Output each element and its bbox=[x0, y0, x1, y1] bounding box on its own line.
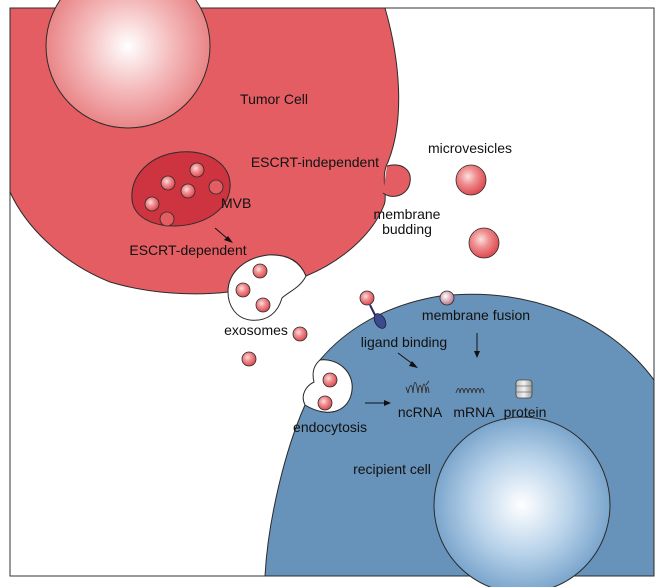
mvb-budding-vesicle bbox=[208, 179, 224, 195]
tumor-cell bbox=[9, 0, 411, 321]
recipient-nucleus bbox=[433, 416, 611, 587]
label-membrane-fusion: membrane fusion bbox=[422, 307, 530, 323]
label-protein: protein bbox=[504, 404, 547, 420]
fusion-arrowhead bbox=[474, 351, 480, 358]
label-tumor-cell: Tumor Cell bbox=[240, 91, 308, 107]
label-membrane: membrane bbox=[374, 206, 441, 222]
label-ligand-binding: ligand binding bbox=[361, 334, 447, 350]
mvb bbox=[131, 151, 231, 227]
label-mrna: mRNA bbox=[453, 404, 495, 420]
endocytosed-exosome bbox=[317, 395, 333, 411]
microvesicle bbox=[468, 227, 500, 259]
fusing-vesicle bbox=[439, 290, 455, 306]
ncrna-icon bbox=[407, 382, 430, 394]
label-exosomes: exosomes bbox=[224, 322, 288, 338]
label-ncrna: ncRNA bbox=[398, 404, 443, 420]
exosome bbox=[235, 282, 251, 298]
ncrna-icon-tail bbox=[405, 380, 430, 394]
exosome-release-pocket bbox=[227, 254, 307, 321]
exosome bbox=[255, 297, 271, 313]
label-microvesicles: microvesicles bbox=[428, 140, 512, 156]
cargo-icons bbox=[405, 380, 485, 394]
endocytosis-arrowhead bbox=[384, 400, 391, 406]
label-escrt-independent: ESCRT-independent bbox=[251, 154, 379, 170]
mvb-vesicle bbox=[180, 183, 196, 199]
label-endocytosis: endocytosis bbox=[293, 419, 367, 435]
label-escrt-dependent: ESCRT-dependent bbox=[129, 242, 246, 258]
mvb-arrowhead bbox=[224, 236, 233, 243]
ligand-receptor bbox=[359, 290, 387, 329]
microvesicle bbox=[455, 164, 487, 196]
mvb-vesicle bbox=[144, 196, 160, 212]
receptor bbox=[373, 313, 387, 329]
endocytosed-exosome bbox=[322, 372, 338, 388]
budding-protrusion bbox=[382, 164, 411, 197]
label-budding: budding bbox=[382, 221, 432, 237]
exosome bbox=[292, 326, 308, 342]
exosome bbox=[241, 351, 257, 367]
protein-icon bbox=[515, 379, 533, 399]
mvb-budding-vesicle bbox=[159, 211, 175, 227]
label-mvb: MVB bbox=[221, 195, 251, 211]
ligand-stem bbox=[369, 304, 376, 316]
tumor-nucleus bbox=[45, 0, 211, 129]
exosome bbox=[252, 263, 268, 279]
mvb-vesicle bbox=[189, 162, 205, 178]
ligand-exosome bbox=[359, 290, 375, 306]
mvb-vesicle bbox=[160, 175, 176, 191]
mrna-icon bbox=[455, 388, 485, 394]
recipient-cell bbox=[264, 293, 655, 587]
ligand-arrowhead bbox=[409, 361, 418, 368]
label-recipient-cell: recipient cell bbox=[353, 461, 431, 477]
arrowheads bbox=[224, 236, 480, 406]
